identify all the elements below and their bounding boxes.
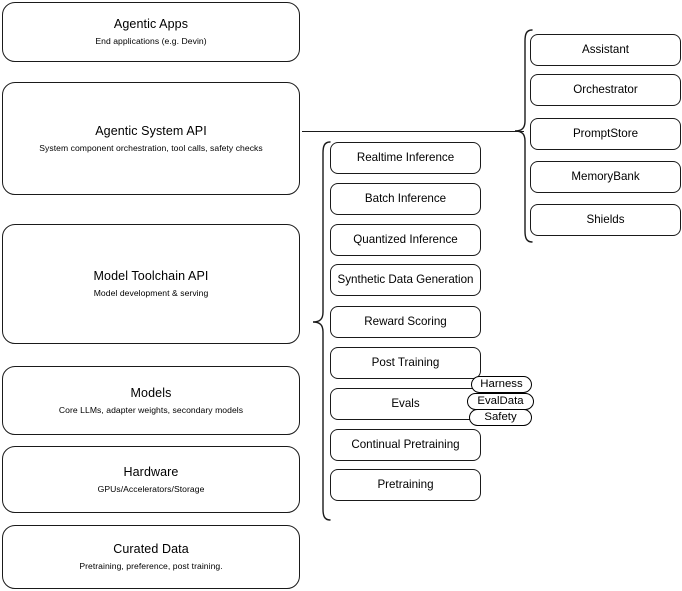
agentic-component-label: MemoryBank	[571, 170, 640, 183]
agentic-component-shields[interactable]: Shields	[530, 204, 681, 236]
layer-box-curated-data[interactable]: Curated Data Pretraining, preference, po…	[2, 525, 300, 589]
toolchain-item-realtime-inference[interactable]: Realtime Inference	[330, 142, 481, 174]
toolchain-item-reward-scoring[interactable]: Reward Scoring	[330, 306, 481, 338]
layer-title: Hardware	[123, 464, 179, 479]
agentic-component-label: Shields	[586, 213, 625, 226]
layer-box-agentic-apps[interactable]: Agentic Apps End applications (e.g. Devi…	[2, 2, 300, 62]
toolchain-item-evals[interactable]: Evals	[330, 388, 481, 420]
evals-badge-harness[interactable]: Harness	[471, 376, 532, 393]
toolchain-item-continual-pretraining[interactable]: Continual Pretraining	[330, 429, 481, 461]
toolchain-item-pretraining[interactable]: Pretraining	[330, 469, 481, 501]
toolchain-item-label: Pretraining	[377, 478, 434, 491]
layer-title: Models	[130, 385, 172, 400]
layer-box-agentic-system-api[interactable]: Agentic System API System component orch…	[2, 82, 300, 195]
toolchain-item-label: Evals	[391, 397, 420, 410]
agentic-component-label: Orchestrator	[573, 83, 638, 96]
layer-subtitle: Model development & serving	[93, 288, 209, 298]
layer-box-model-toolchain-api[interactable]: Model Toolchain API Model development & …	[2, 224, 300, 344]
layer-subtitle: GPUs/Accelerators/Storage	[97, 483, 205, 494]
evals-badge-label: Harness	[480, 378, 523, 390]
agentic-component-assistant[interactable]: Assistant	[530, 34, 681, 66]
evals-badge-evaldata[interactable]: EvalData	[467, 393, 534, 410]
toolchain-item-label: Continual Pretraining	[351, 438, 460, 451]
connector-line-agentic-system	[302, 131, 524, 132]
layer-title: Agentic Apps	[113, 17, 189, 31]
layer-subtitle: Core LLMs, adapter weights, secondary mo…	[58, 404, 244, 415]
layer-subtitle: System component orchestration, tool cal…	[39, 142, 263, 153]
agentic-component-label: PromptStore	[572, 127, 639, 140]
toolchain-item-label: Reward Scoring	[364, 315, 447, 328]
agentic-component-memorybank[interactable]: MemoryBank	[530, 161, 681, 193]
layer-subtitle: Pretraining, preference, post training.	[79, 561, 223, 571]
toolchain-item-post-training[interactable]: Post Training	[330, 347, 481, 379]
toolchain-item-batch-inference[interactable]: Batch Inference	[330, 183, 481, 215]
agentic-component-label: Assistant	[581, 43, 630, 56]
layer-box-hardware[interactable]: Hardware GPUs/Accelerators/Storage	[2, 446, 300, 513]
evals-badge-label: EvalData	[477, 395, 524, 407]
toolchain-item-label: Realtime Inference	[356, 151, 455, 164]
toolchain-item-label: Quantized Inference	[353, 233, 458, 246]
brace-toolchain	[310, 140, 332, 522]
toolchain-item-label: Synthetic Data Generation	[337, 273, 474, 286]
evals-badge-safety[interactable]: Safety	[469, 409, 532, 426]
layer-title: Model Toolchain API	[93, 269, 209, 283]
layer-subtitle: End applications (e.g. Devin)	[95, 36, 207, 46]
layer-title: Agentic System API	[95, 123, 207, 138]
layer-title: Curated Data	[113, 542, 189, 556]
evals-badge-label: Safety	[484, 411, 517, 423]
toolchain-item-label: Batch Inference	[364, 192, 447, 205]
toolchain-item-label: Post Training	[371, 356, 440, 369]
brace-agentic-components	[512, 28, 534, 244]
agentic-component-orchestrator[interactable]: Orchestrator	[530, 74, 681, 106]
agentic-component-promptstore[interactable]: PromptStore	[530, 118, 681, 150]
toolchain-item-quantized-inference[interactable]: Quantized Inference	[330, 224, 481, 256]
layer-box-models[interactable]: Models Core LLMs, adapter weights, secon…	[2, 366, 300, 435]
toolchain-item-synthetic-data-generation[interactable]: Synthetic Data Generation	[330, 264, 481, 296]
